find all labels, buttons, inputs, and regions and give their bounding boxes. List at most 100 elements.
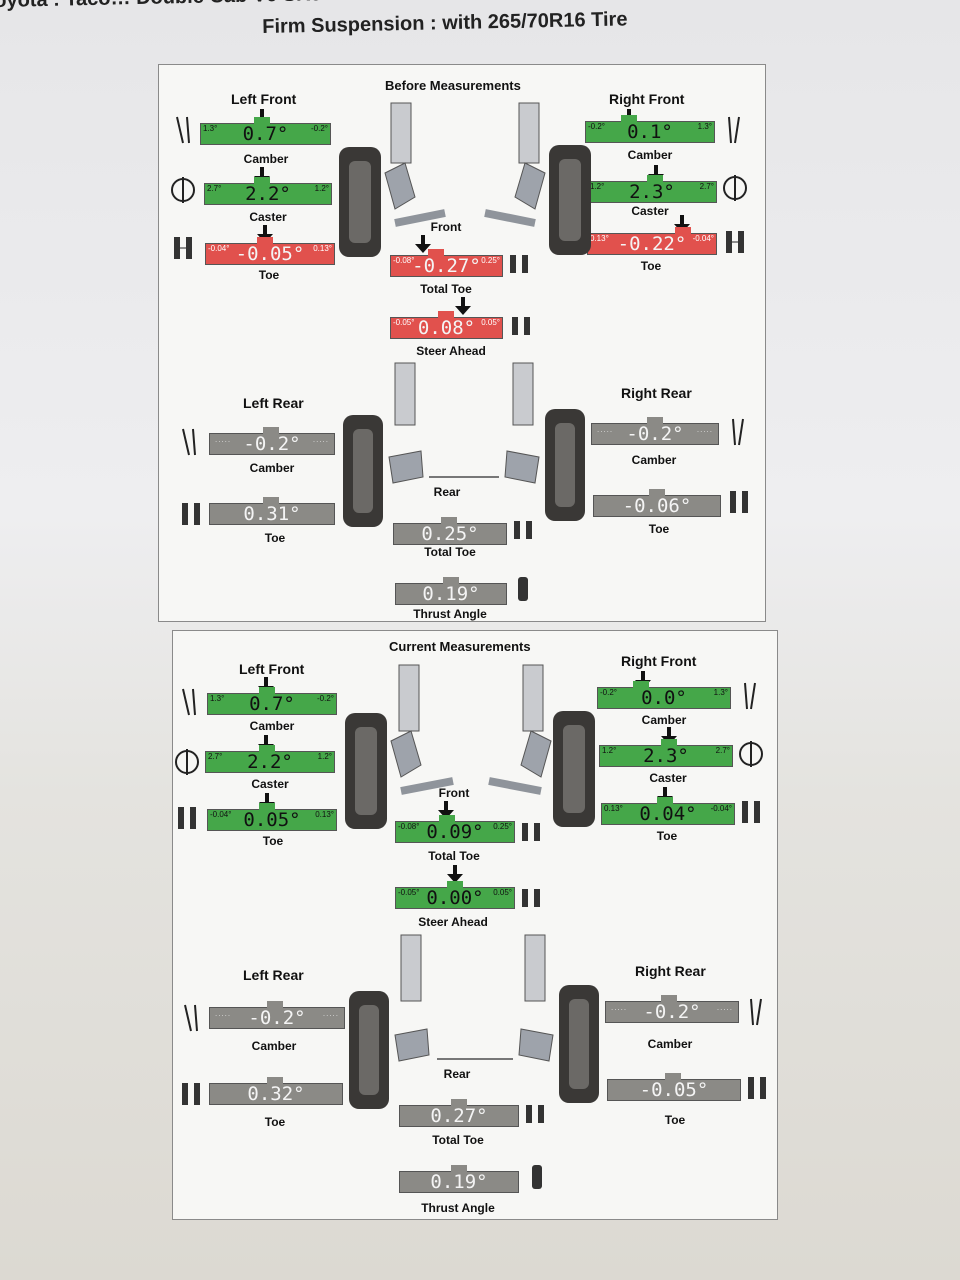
- camber-icon: [182, 428, 196, 456]
- rear-total-toe-label: Total Toe: [424, 545, 476, 559]
- lf-caster-max: 1.2°: [317, 752, 332, 761]
- thrust-angle-label: Thrust Angle: [413, 607, 487, 621]
- steer-ahead-label: Steer Ahead: [416, 344, 486, 358]
- toe-icon: [514, 521, 532, 539]
- section-title: Before Measurements: [385, 78, 521, 93]
- rf-camber-max: 1.3°: [713, 688, 728, 697]
- rear-suspension-illustration: [343, 362, 585, 527]
- caster-icon: [171, 177, 195, 203]
- lr-camber-value: -0.2°: [248, 1007, 306, 1029]
- lr-camber-label: Camber: [249, 461, 295, 475]
- lf-camber-gauge: 1.3° -0.2° 0.7°: [200, 117, 331, 145]
- toe-icon: [510, 255, 528, 273]
- toe-icon: [726, 231, 744, 253]
- toe-icon: [526, 1105, 544, 1123]
- total-toe-value: 0.09°: [426, 821, 484, 843]
- total-toe-value: -0.27°: [412, 255, 481, 277]
- lf-toe-value: -0.05°: [235, 243, 305, 265]
- thrust-angle-label: Thrust Angle: [421, 1201, 495, 1215]
- total-toe-min: -0.08°: [393, 256, 415, 265]
- rf-toe-value: -0.22°: [617, 233, 687, 255]
- rf-camber-max: 1.3°: [697, 122, 712, 131]
- rf-caster-label: Caster: [631, 204, 669, 218]
- lf-toe-label: Toe: [258, 268, 280, 282]
- lf-camber-max: -0.2°: [317, 694, 334, 703]
- lf-caster-gauge: 2.7° 1.2° 2.2°: [205, 745, 335, 773]
- lf-toe-gauge: -0.04° 0.13° 0.05°: [207, 803, 337, 831]
- rear-axle-label: Rear: [443, 1067, 471, 1081]
- steer-ahead-min: -0.05°: [398, 888, 420, 897]
- rf-toe-gauge: 0.13° -0.04° -0.22°: [587, 227, 717, 255]
- lf-caster-gauge: 2.7° 1.2° 2.2°: [204, 177, 332, 205]
- total-toe-max: 0.25°: [493, 822, 512, 831]
- lf-camber-value: 0.7°: [249, 693, 295, 715]
- before-measurements-panel: Before Measurements Left Front Right Fro…: [158, 64, 766, 622]
- rr-toe-gauge: -0.06°: [593, 489, 721, 517]
- current-measurements-panel: Current Measurements Left Front Right Fr…: [172, 630, 778, 1220]
- steer-ahead-gauge: -0.05° 0.05° 0.00°: [395, 881, 515, 909]
- rear-axle-label: Rear: [433, 485, 461, 499]
- lr-toe-value: 0.32°: [247, 1083, 305, 1105]
- rf-camber-min: -0.2°: [600, 688, 617, 697]
- lr-toe-gauge: 0.32°: [209, 1077, 343, 1105]
- thrust-angle-gauge: 0.19°: [399, 1165, 519, 1193]
- wheel-icon: [518, 577, 528, 601]
- rr-toe-gauge: -0.05°: [607, 1073, 741, 1101]
- camber-icon: [732, 418, 744, 446]
- rr-camber-value: -0.2°: [626, 423, 684, 445]
- front-axle-label: Front: [438, 786, 470, 800]
- lf-toe-label: Toe: [262, 834, 284, 848]
- steer-ahead-value: 0.00°: [426, 887, 484, 909]
- lf-caster-max: 1.2°: [314, 184, 329, 193]
- front-total-toe-gauge: -0.08° 0.25° -0.27°: [390, 249, 503, 277]
- rf-caster-max: 2.7°: [699, 182, 714, 191]
- rf-caster-value: 2.3°: [629, 181, 675, 203]
- rear-total-toe-gauge: 0.25°: [393, 517, 507, 545]
- steer-ahead-min: -0.05°: [393, 318, 415, 327]
- lf-caster-min: 2.7°: [207, 184, 222, 193]
- rf-toe-label: Toe: [640, 259, 662, 273]
- steer-ahead-gauge: -0.05° 0.05° 0.08°: [390, 311, 503, 339]
- lf-toe-value: 0.05°: [243, 809, 301, 831]
- right-rear-title: Right Rear: [621, 385, 692, 401]
- toe-icon: [182, 503, 200, 525]
- lf-caster-value: 2.2°: [245, 183, 291, 205]
- camber-icon: [728, 116, 740, 144]
- lf-camber-max: -0.2°: [311, 124, 328, 133]
- rr-toe-label: Toe: [664, 1113, 686, 1127]
- lf-toe-max: 0.13°: [313, 244, 332, 253]
- total-toe-label: Total Toe: [420, 282, 472, 296]
- rr-toe-value: -0.06°: [622, 495, 692, 517]
- lr-toe-label: Toe: [264, 531, 286, 545]
- right-rear-title: Right Rear: [635, 963, 706, 979]
- lr-camber-gauge: .......... -0.2°: [209, 1001, 345, 1029]
- toe-icon: [522, 889, 540, 907]
- rear-total-toe-label: Total Toe: [432, 1133, 484, 1147]
- toe-icon: [742, 801, 760, 823]
- lr-toe-label: Toe: [264, 1115, 286, 1129]
- lr-camber-label: Camber: [251, 1039, 297, 1053]
- rf-toe-gauge: 0.13° -0.04° 0.04°: [601, 797, 735, 825]
- section-title: Current Measurements: [389, 639, 531, 654]
- toe-icon: [174, 237, 192, 259]
- rr-camber-value: -0.2°: [643, 1001, 701, 1023]
- rf-toe-value: 0.04°: [639, 803, 697, 825]
- camber-icon: [184, 1004, 198, 1032]
- rr-toe-value: -0.05°: [639, 1079, 709, 1101]
- rf-caster-value: 2.3°: [643, 745, 689, 767]
- right-front-title: Right Front: [609, 91, 685, 107]
- left-rear-title: Left Rear: [243, 395, 304, 411]
- rf-camber-min: -0.2°: [588, 122, 605, 131]
- front-suspension-illustration: [339, 102, 591, 257]
- rf-caster-min: 1.2°: [602, 746, 617, 755]
- rr-toe-label: Toe: [648, 522, 670, 536]
- steer-ahead-value: 0.08°: [417, 317, 476, 339]
- lf-camber-value: 0.7°: [242, 123, 289, 145]
- lf-camber-min: 1.3°: [203, 124, 218, 133]
- lr-toe-gauge: 0.31°: [209, 497, 335, 525]
- steer-ahead-max: 0.05°: [481, 318, 500, 327]
- lf-camber-gauge: 1.3° -0.2° 0.7°: [207, 687, 337, 715]
- rr-camber-gauge: .......... -0.2°: [591, 417, 719, 445]
- lf-caster-value: 2.2°: [247, 751, 293, 773]
- rr-camber-label: Camber: [647, 1037, 693, 1051]
